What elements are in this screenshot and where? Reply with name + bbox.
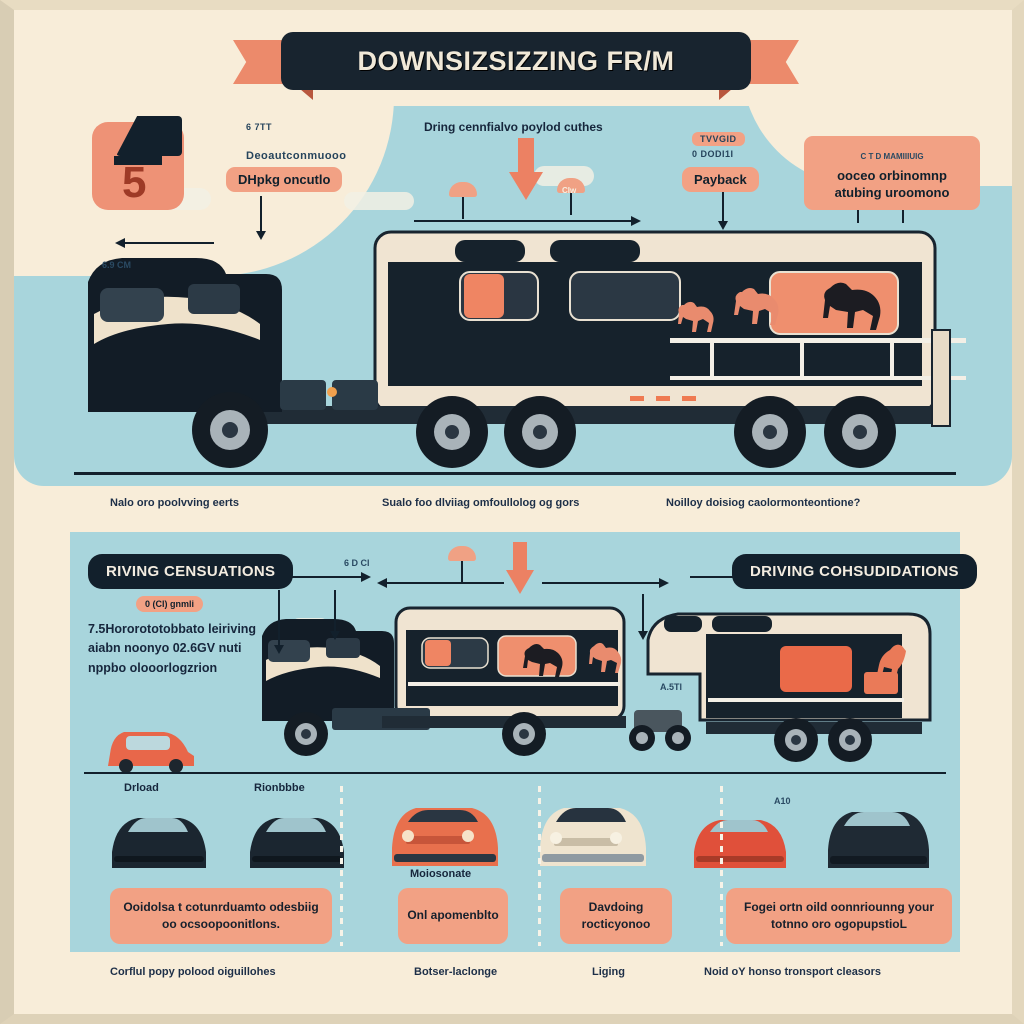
callout-box-2[interactable]: Davdoing rocticyonoo (560, 888, 672, 944)
caption-item: Botser-laclonge (414, 966, 498, 978)
mushroom-marker-labeled (557, 178, 585, 215)
right-callout-box[interactable]: C T D MAMIIIUIG ooceo orbinomnp atubing … (804, 136, 980, 210)
payback-pointer (718, 192, 728, 230)
mushroom-stalk (902, 201, 904, 223)
cab-dimension-label: 6.9 CM (102, 260, 132, 270)
left-text-line: nppbo olooorlogzrion (88, 660, 218, 675)
cloud-shape (344, 192, 414, 210)
vehicle-label-0: Drload (124, 782, 159, 794)
left-pill-label[interactable]: DHpkg oncutlo (226, 167, 343, 192)
center-annotation: Dring cennfialvo poylod cuthes (424, 120, 603, 134)
badge-number: 5 (122, 158, 147, 207)
callout-box-0[interactable]: Ooidolsa t cotunrduamto odesbiig oo ocso… (110, 888, 332, 944)
left-section-badge[interactable]: RIVING CENSUATIONS (88, 554, 294, 589)
mushroom-stalk (461, 561, 463, 583)
vehicle-label-1: Rionbbbe (254, 782, 305, 794)
title-plate: DOWNSIZSIZZING FR/M (281, 32, 751, 90)
ground-line-top (74, 472, 956, 475)
cab-dimension-arrow (115, 238, 214, 248)
number-badge: 5 (92, 116, 184, 210)
callout-box-3[interactable]: Fogei ortn oild oonnriounng your totnno … (726, 888, 952, 944)
pointer-arrow-down (256, 196, 266, 240)
arrow-head (509, 172, 543, 200)
vehicle-sedan-dark-2 (250, 818, 344, 868)
payback-tiny-top: TVVGID (692, 132, 745, 146)
badge-bar (114, 156, 162, 165)
mid-pointer (330, 590, 340, 640)
left-pill-overline: Deoautconmuooo (246, 150, 347, 162)
right-box-tiny: C T D MAMIIIUIG (860, 152, 924, 161)
payback-tiny-sub: 0 DODI1I (692, 149, 734, 159)
gooseneck-horse-trailer (629, 612, 932, 762)
trailer-label: A.5Tl (660, 682, 683, 692)
mushroom-stalk (857, 201, 859, 223)
column-divider (340, 786, 343, 946)
left-text-line: aiabn noonyo 02.6GV nuti (88, 641, 242, 656)
arrow-head (506, 570, 534, 594)
right-pointer (638, 594, 648, 640)
column-divider (538, 786, 541, 946)
mushroom-marker (448, 546, 476, 583)
mushroom-cap (557, 178, 585, 193)
mushroom-cap (448, 546, 476, 561)
mushroom-cap (449, 182, 477, 197)
vehicle-hatchback-red (694, 820, 786, 868)
lower-horsebox-truck (262, 606, 626, 756)
dimension-arrow-right (414, 216, 641, 226)
small-orange-car (108, 732, 194, 772)
left-pill-tiny-label: 6 7TT (246, 122, 273, 132)
caption-item: Noid oY honso tronsport cleasors (704, 966, 882, 978)
caption-item: Liging (592, 966, 625, 978)
vehicle-pickup-orange (392, 808, 498, 866)
right-vehicle-mini-label: A10 (774, 796, 791, 806)
caption-item: Corflul popy polood oiguillohes (110, 966, 276, 978)
vehicle-sedan-dark (112, 818, 206, 868)
caption-item: Sualo foo dlviiag omfoullolog og gors (382, 497, 580, 509)
right-section-badge[interactable]: DRIVING COHSUDIDATIONS (732, 554, 977, 589)
down-arrow-icon-bottom (506, 542, 534, 594)
mushroom-label: CIw (562, 186, 577, 195)
horsebox-truck-illustration (88, 230, 966, 468)
width-arrow-left (377, 578, 504, 588)
mushroom-stalk (462, 197, 464, 219)
column-divider (720, 786, 723, 946)
width-arrow-right (542, 578, 669, 588)
mushroom-marker (449, 182, 477, 219)
arrow-stem (518, 138, 534, 176)
left-tiny-pill[interactable]: 0 (Cl) gnmli (136, 596, 203, 612)
poster-title: DOWNSIZSIZZING FR/M (357, 45, 675, 76)
arrow-stem (513, 542, 527, 574)
vehicle-label-2: Moiosonate (410, 868, 472, 880)
right-badge-arrow (690, 576, 734, 578)
caption-item: Noilloy doisiog caolormonteontione? (666, 497, 861, 509)
right-box-line2: atubing uroomono (834, 185, 950, 201)
left-block-pointer (274, 590, 284, 654)
payback-pill[interactable]: Payback (682, 167, 759, 192)
vehicle-lineup (112, 808, 929, 868)
right-box-line1: ooceo orbinomnp (837, 167, 947, 183)
left-text-line: 7.5Hororototobbato leiriving (88, 622, 257, 636)
vehicle-suv-cream (540, 808, 646, 866)
title-ribbon: DOWNSIZSIZZING FR/M (233, 32, 799, 100)
mushroom-stalk (570, 193, 572, 215)
callout-box-1[interactable]: Onl apomenblto (398, 888, 508, 944)
left-text-block: 7.5Hororototobbato leiriving aiabn noony… (88, 620, 308, 678)
left-arrow-label: 6 D Cl (344, 558, 370, 568)
caption-item: Nalo oro poolvving eerts (110, 497, 239, 509)
vehicle-suv-dark (828, 812, 929, 868)
down-arrow-icon (509, 138, 543, 200)
vehicle-row-divider (84, 772, 946, 774)
left-badge-arrow (286, 572, 371, 582)
